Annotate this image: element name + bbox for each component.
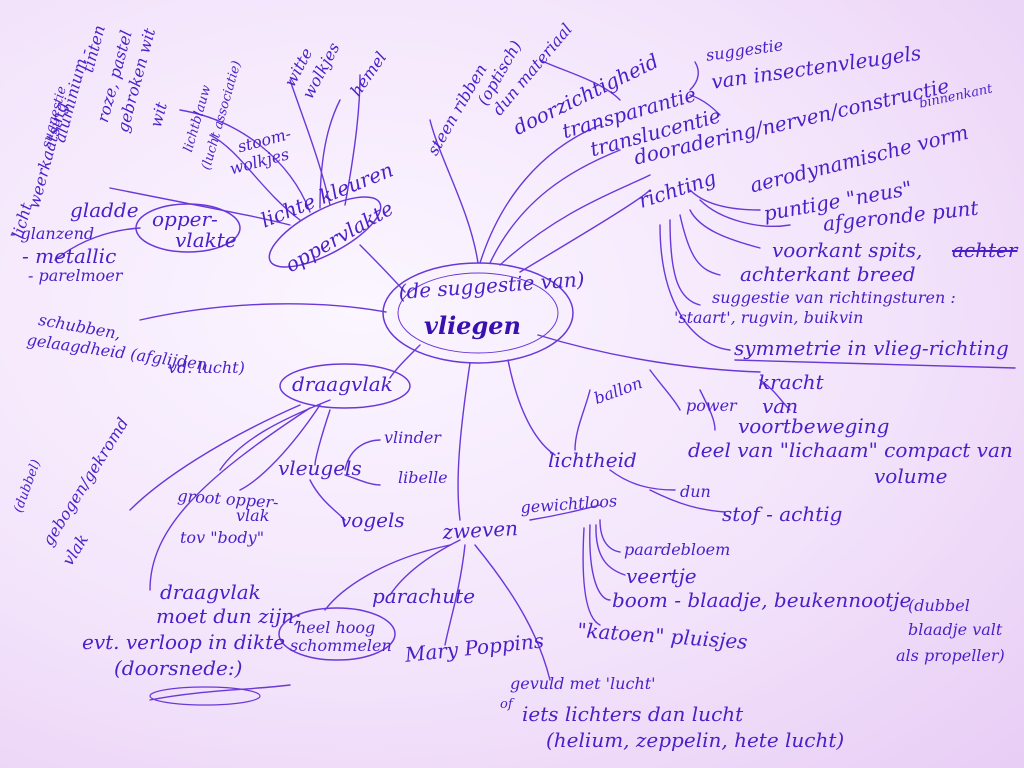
branch-steen-ribben <box>429 119 479 264</box>
node-veertje: veertje <box>626 564 697 588</box>
node-kracht: kracht <box>758 370 824 394</box>
node-voortbeweging: voortbeweging <box>738 414 890 438</box>
node-achterkant-breed: achterkant breed <box>740 262 916 286</box>
node-voorkant-spits: voorkant spits, <box>772 238 923 262</box>
node-iets-lichters: iets lichters dan lucht <box>522 702 744 726</box>
draagvlak-ellipse <box>279 363 411 409</box>
node-heel-hoog: heel hoog <box>296 618 376 637</box>
branch-dooradering <box>499 174 651 266</box>
node-achter-struck: achter <box>952 238 1018 262</box>
heel-hoog-ellipse <box>278 607 396 661</box>
node-draagvlak-moet: draagvlak <box>160 580 261 604</box>
branch-lichtheid <box>507 359 556 456</box>
node-als-propeller: als propeller) <box>896 646 1005 665</box>
node-parachute: parachute <box>372 584 476 608</box>
node-deel-van-lichaam: deel van "lichaam" compact van <box>688 438 1013 462</box>
node-parelmoer: - parelmoer <box>28 266 123 285</box>
node-vd-lucht: vd. lucht) <box>168 358 245 377</box>
node-libelle: libelle <box>398 468 448 487</box>
branch-kracht <box>537 334 761 373</box>
node-paardebloem: paardebloem <box>624 540 731 559</box>
node-gladde: gladde <box>70 198 139 222</box>
node-stof-achtig: stof - achtig <box>722 502 843 526</box>
node-volume: volume <box>874 464 948 488</box>
branch-translucentie <box>489 149 621 264</box>
node-of: of <box>500 697 513 712</box>
node-power: power <box>686 396 737 415</box>
node-helium: (helium, zeppelin, hete lucht) <box>546 728 845 752</box>
node-moet-dun-zijn: moet dun zijn; <box>156 604 301 628</box>
node-vlinder: vlinder <box>384 428 441 447</box>
node-vlakte: vlakte <box>175 228 237 252</box>
node-dubbel-blaadje: (dubbel <box>908 596 970 615</box>
branch-schubben <box>139 303 387 321</box>
node-vogels: vogels <box>340 508 405 532</box>
node-doorsnede: (doorsnede:) <box>114 656 243 680</box>
node-blaadje-valt: blaadje valt <box>908 620 1003 639</box>
oppervlakte-ellipse <box>268 196 382 268</box>
node-tov-body: tov "body" <box>180 528 265 547</box>
node-staart: 'staart', rugvin, buikvin <box>674 308 864 327</box>
branch-draagvlak <box>389 344 421 379</box>
node-van: van <box>762 394 799 418</box>
branch-oppervlakte <box>359 244 406 293</box>
node-schommelen: schommelen <box>290 636 392 655</box>
node-boom-blaadje: boom - blaadje, beukennootje <box>612 588 912 612</box>
node-dun: dun <box>680 482 711 501</box>
branch-transparantie <box>479 124 601 264</box>
doorsnede-lens <box>149 686 261 706</box>
node-gevuld-met-lucht: gevuld met 'lucht' <box>510 674 656 693</box>
node-evt-verloop: evt. verloop in dikte <box>82 630 286 654</box>
node-symmetrie: symmetrie in vlieg-richting <box>734 336 1009 360</box>
node-glanzend: - glanzend <box>10 224 95 243</box>
node-suggestie-richtingsturen: suggestie van richtingsturen : <box>712 288 956 307</box>
node-vlak: vlak <box>236 506 270 525</box>
branch-richting <box>519 189 651 273</box>
center-ellipse-inner <box>397 272 559 354</box>
node-lichtheid: lichtheid <box>548 448 637 472</box>
node-opper: opper- <box>152 207 218 231</box>
center-title: vliegen <box>424 311 521 340</box>
node-vleugels: vleugels <box>278 456 362 480</box>
node-zweven: zweven <box>441 516 519 544</box>
symmetrie-underline <box>734 359 1016 369</box>
branch-zweven <box>457 362 471 521</box>
node-metallic: - metallic <box>22 244 117 268</box>
node-draagvlak: draagvlak <box>292 372 393 396</box>
